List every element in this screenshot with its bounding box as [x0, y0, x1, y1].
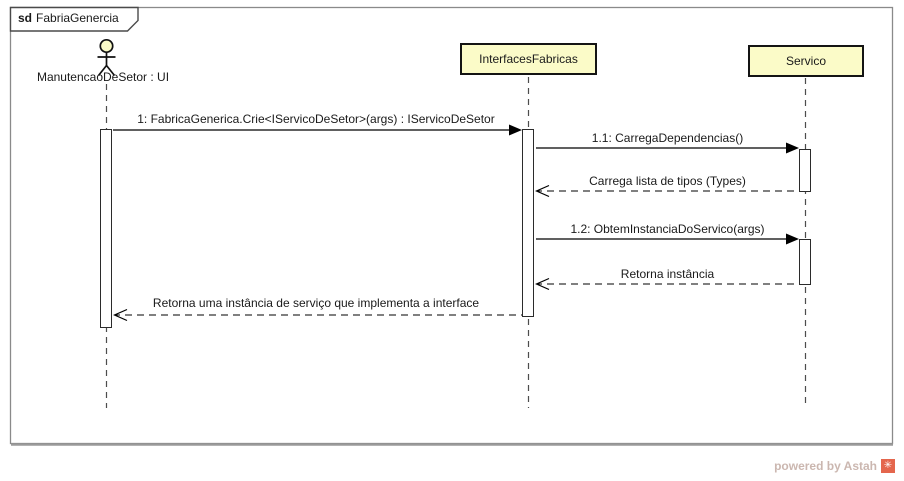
- message-label-m1[interactable]: 1: FabricaGenerica.Crie<IServicoDeSetor>…: [137, 112, 495, 126]
- watermark: powered by Astah ✳: [774, 459, 895, 473]
- frame-label[interactable]: sd FabriaGenercia: [18, 11, 119, 25]
- arrowhead-r1: [113, 308, 128, 322]
- message-label-r11[interactable]: Carrega lista de tipos (Types): [589, 174, 746, 188]
- message-label-r1[interactable]: Retorna uma instância de serviço que imp…: [152, 296, 480, 310]
- arrowhead-m11: [786, 142, 799, 154]
- frame-tab[interactable]: [9, 6, 139, 32]
- frame-name: FabriaGenercia: [36, 11, 119, 25]
- actor-label[interactable]: ManutencaoDeSetor : UI: [36, 70, 170, 84]
- frame-keyword: sd: [18, 11, 33, 25]
- message-label-m12[interactable]: 1.2: ObtemInstanciaDoServico(args): [570, 222, 765, 236]
- activation-bar-servico-2[interactable]: [799, 239, 811, 285]
- arrowhead-m1: [509, 124, 522, 136]
- lifeline-head-interfacesfabricas[interactable]: InterfacesFabricas: [460, 43, 597, 75]
- arrowhead-m12: [786, 233, 799, 245]
- watermark-text: powered by Astah: [774, 459, 877, 473]
- arrowhead-r11: [535, 184, 550, 198]
- message-label-m11[interactable]: 1.1: CarregaDependencias(): [591, 131, 744, 145]
- message-label-r12[interactable]: Retorna instância: [620, 267, 715, 281]
- activation-bar-actor[interactable]: [100, 129, 112, 328]
- lifeline-head-servico[interactable]: Servico: [748, 45, 864, 77]
- activation-bar-interfacesfabricas[interactable]: [522, 129, 534, 317]
- actor-figure[interactable]: [97, 38, 116, 77]
- astah-logo-icon: ✳: [881, 459, 895, 473]
- activation-bar-servico-1[interactable]: [799, 149, 811, 192]
- arrowhead-r12: [535, 277, 550, 291]
